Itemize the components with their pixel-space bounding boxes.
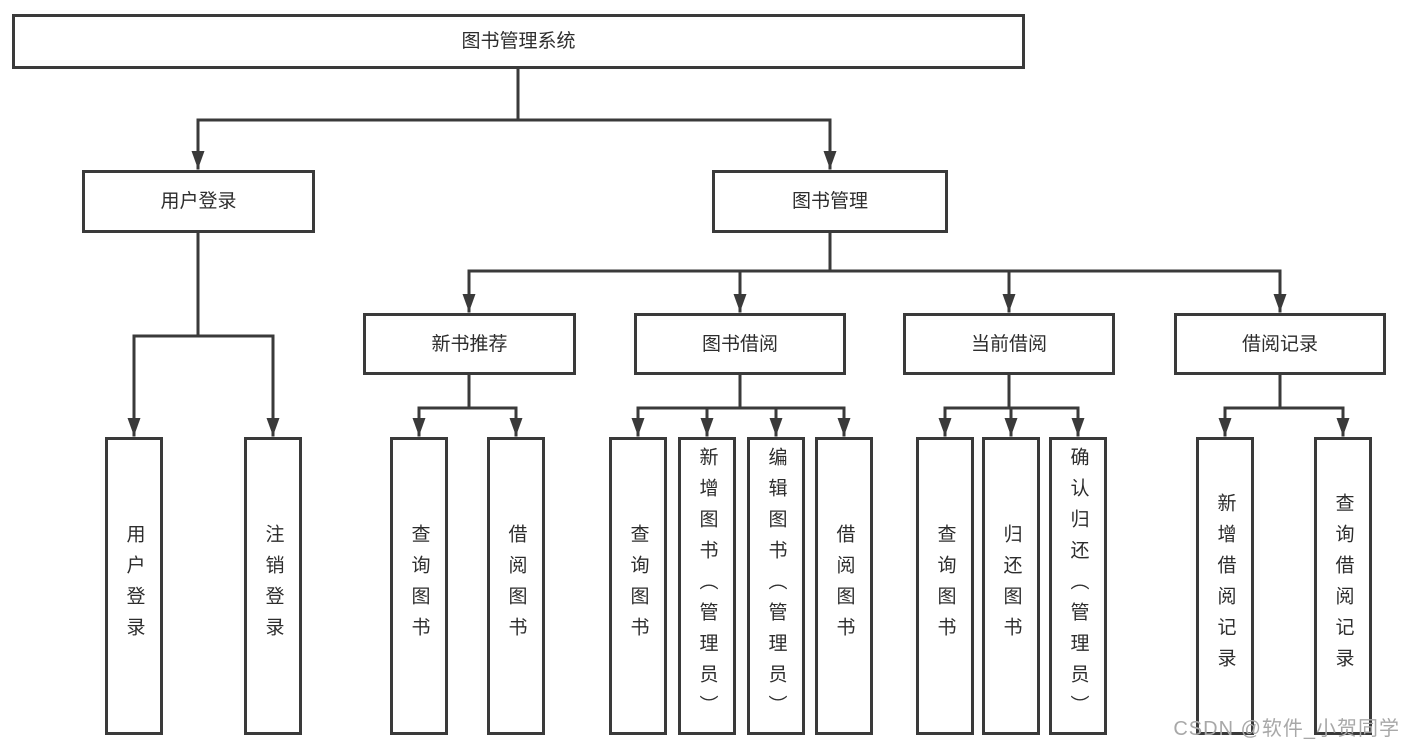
node-current-borrowing: 当前借阅 [903, 313, 1115, 375]
node-borrow-books-2: 借阅图书 [815, 437, 873, 735]
node-book-management: 图书管理 [712, 170, 948, 233]
node-book-borrowing: 图书借阅 [634, 313, 846, 375]
node-return-book: 归还图书 [982, 437, 1040, 735]
node-logout: 注销登录 [244, 437, 302, 735]
node-label: 用户登录 [123, 524, 145, 648]
node-query-books-2: 查询图书 [609, 437, 667, 735]
connector-arrows [127, 118, 1350, 437]
node-label: 确认归还（管理员） [1067, 446, 1089, 726]
node-confirm-return-admin: 确认归还（管理员） [1049, 437, 1107, 735]
node-label: 新增图书（管理员） [696, 446, 718, 726]
node-label: 注销登录 [262, 524, 284, 648]
node-label: 查询图书 [408, 524, 430, 648]
node-label: 归还图书 [1000, 524, 1022, 648]
node-label: 借阅图书 [505, 524, 527, 648]
node-borrow-books-1: 借阅图书 [487, 437, 545, 735]
node-label: 当前借阅 [970, 333, 1047, 355]
node-label: 查询图书 [627, 524, 649, 648]
node-library-system: 图书管理系统 [12, 14, 1025, 69]
node-label: 图书管理系统 [461, 31, 576, 52]
node-query-books-3: 查询图书 [916, 437, 974, 735]
node-edit-book-admin: 编辑图书（管理员） [747, 437, 805, 735]
node-add-book-admin: 新增图书（管理员） [678, 437, 736, 735]
node-query-books-1: 查询图书 [390, 437, 448, 735]
node-user-login-branch: 用户登录 [82, 170, 315, 233]
node-query-borrow-record: 查询借阅记录 [1314, 437, 1372, 735]
connector-skeleton [132, 67, 1345, 410]
node-new-book-recommend: 新书推荐 [363, 313, 576, 375]
node-label: 编辑图书（管理员） [765, 446, 787, 726]
node-label: 用户登录 [160, 191, 237, 212]
node-label: 借阅记录 [1241, 333, 1318, 355]
node-borrowing-records: 借阅记录 [1174, 313, 1386, 375]
node-add-borrow-record: 新增借阅记录 [1196, 437, 1254, 735]
node-label: 查询借阅记录 [1332, 493, 1354, 679]
node-user-login: 用户登录 [105, 437, 163, 735]
node-label: 查询图书 [934, 524, 956, 648]
node-label: 新书推荐 [431, 333, 508, 355]
node-label: 借阅图书 [833, 524, 855, 648]
node-label: 图书借阅 [701, 333, 778, 355]
node-label: 图书管理 [791, 191, 868, 212]
node-label: 新增借阅记录 [1214, 493, 1236, 679]
